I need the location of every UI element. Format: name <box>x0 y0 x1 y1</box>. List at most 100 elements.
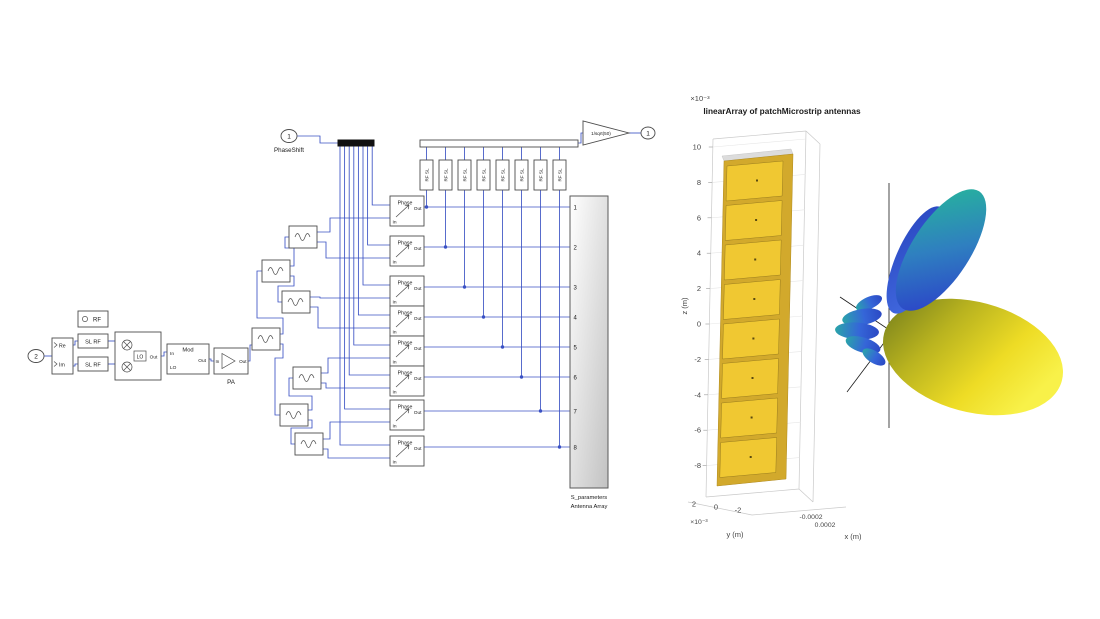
array-port-number: 6 <box>574 376 578 382</box>
phase-arrow-icon <box>395 444 410 458</box>
wire <box>161 351 167 357</box>
inport-phaseshift-label: PhaseShift <box>274 147 304 154</box>
in-label: In <box>393 390 397 396</box>
z-tick-label: 8 <box>697 178 701 187</box>
rf-element-block[interactable]: RF SL <box>495 159 510 191</box>
side-lobe <box>855 295 883 311</box>
rf-config-label: RF <box>93 318 101 324</box>
patch-feed-dot <box>754 258 757 261</box>
phase-shift-title: Phase <box>398 441 413 447</box>
complex-to-reim-block[interactable] <box>51 337 74 375</box>
mixer-cross-icon <box>123 341 131 349</box>
wire-junction-dot <box>519 375 524 379</box>
patch-feed-dot <box>753 298 756 300</box>
signal-wires <box>44 132 641 459</box>
phase-arrow-icon <box>395 284 410 298</box>
iq-modulator-block[interactable]: LO Out <box>114 331 162 381</box>
splitter-icon <box>287 298 304 306</box>
power-splitter-block[interactable] <box>294 432 324 456</box>
power-splitter-block[interactable] <box>292 366 322 390</box>
power-splitter-block[interactable] <box>288 225 318 249</box>
splitter-icon <box>298 374 315 382</box>
rf-element-block[interactable]: RF SL <box>533 159 548 191</box>
wire <box>288 377 313 411</box>
out-label: Out <box>198 358 206 364</box>
modulator-body[interactable] <box>166 343 210 375</box>
phase-control-wire <box>353 146 390 346</box>
patch-elements <box>719 160 784 478</box>
phase-shift-title: Phase <box>398 341 413 347</box>
out-label: Out <box>414 376 422 382</box>
phase-shift-title: Phase <box>398 281 413 287</box>
out-label: Out <box>414 206 422 212</box>
power-splitter-block[interactable] <box>279 403 309 427</box>
patch-feed-dot <box>750 416 753 419</box>
power-splitter-block[interactable] <box>261 259 291 283</box>
antenna-patch <box>720 397 778 439</box>
modulator-block[interactable]: Mod In LO Out <box>166 343 210 375</box>
z-axis-label: z (m) <box>680 297 689 315</box>
z-tick-label: 4 <box>697 249 701 258</box>
gain-block[interactable] <box>582 120 631 146</box>
y-tick-label: 2 <box>692 500 696 509</box>
wire <box>209 358 214 362</box>
antenna-array-block[interactable] <box>569 195 609 489</box>
y-tick-label: -2 <box>735 506 742 515</box>
rf-element-block[interactable]: RF SL <box>438 159 453 191</box>
antenna-patch <box>724 239 782 281</box>
rf-element-block[interactable]: RF SL <box>419 159 434 191</box>
lo-box-icon <box>133 350 147 362</box>
inport-phaseshift[interactable] <box>280 129 298 143</box>
out-label: Out <box>414 446 422 452</box>
phase-demux-bar[interactable] <box>337 139 375 147</box>
rf-element-label: RF SL <box>558 168 563 181</box>
mixer-icon <box>121 339 133 351</box>
im-label: Im <box>59 363 65 369</box>
phase-control-wire <box>344 146 390 410</box>
rf-element-block[interactable]: RF SL <box>552 159 567 191</box>
outport-1[interactable] <box>640 126 656 140</box>
sl-rf-block-q[interactable] <box>77 356 109 372</box>
wire <box>274 343 284 416</box>
wire <box>321 382 390 389</box>
mod-title: Mod <box>182 348 193 354</box>
wire <box>290 419 313 445</box>
gain-label: 1/sqrt(50) <box>591 131 611 136</box>
rf-element-label: RF SL <box>425 168 430 181</box>
inport-2[interactable] <box>27 349 45 363</box>
power-splitter-block[interactable] <box>251 327 281 351</box>
array-port-number: 8 <box>574 446 578 452</box>
demux-chevrons-icon <box>53 342 58 367</box>
rf-element-block[interactable]: RF SL <box>457 159 472 191</box>
rf-element-block[interactable]: RF SL <box>476 159 491 191</box>
pa-amplifier-block[interactable]: In Out PA <box>213 347 249 386</box>
phase-shift-title: Phase <box>398 311 413 317</box>
array-caption-1: S_parameters <box>571 495 608 501</box>
rf-element-block[interactable]: RF SL <box>514 159 529 191</box>
sl-rf-block-i[interactable] <box>77 333 109 349</box>
upper-lobe <box>895 189 987 311</box>
signal-combiner-bus[interactable] <box>419 139 579 148</box>
iq-modulator-body[interactable] <box>114 331 162 381</box>
wire-junction-dot <box>557 445 562 449</box>
sl-rf-q-label: SL RF <box>85 363 101 369</box>
in-label: In <box>393 330 397 336</box>
out-label: Out <box>414 346 422 352</box>
rf-config-block[interactable] <box>77 310 109 328</box>
rf-element-label: RF SL <box>463 168 468 181</box>
pa-body[interactable] <box>213 347 249 375</box>
power-splitter-block[interactable] <box>281 290 311 314</box>
outport-1-label: 1 <box>646 131 650 138</box>
array-port-number: 5 <box>574 346 578 352</box>
generated-wires <box>339 146 570 449</box>
axes-frame <box>687 130 847 516</box>
amplifier-triangle-icon <box>221 352 236 370</box>
